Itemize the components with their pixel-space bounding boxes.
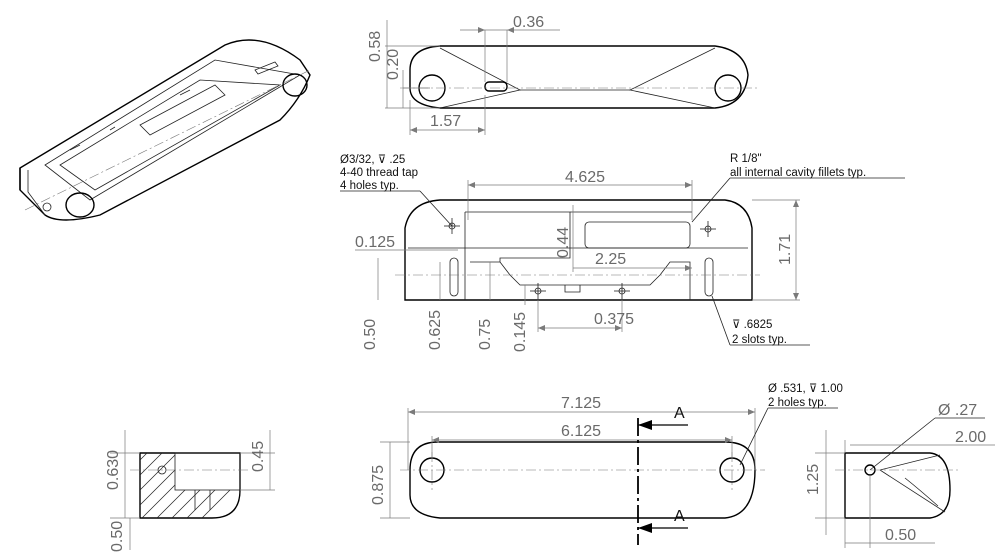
dim-front-0625: 0.625 — [427, 310, 444, 350]
note-bottom-holes-1: Ø .531, ⊽ 1.00 — [768, 383, 843, 395]
dim-section-050: 0.50 — [109, 521, 126, 552]
note-fillet-2: all internal cavity fillets typ. — [730, 167, 866, 179]
note-slots-2: 2 slots typ. — [732, 334, 787, 346]
bottom-view: 7.125 6.125 0.875 A A Ø .531, ⊽ 1.00 2 h… — [370, 383, 843, 545]
note-holes-2: 4-40 thread tap — [340, 167, 418, 179]
dim-section-045: 0.45 — [250, 441, 267, 472]
dim-end-200: 2.00 — [955, 429, 986, 446]
front-view: 4.625 0.44 2.25 1.71 0.125 0.50 0.625 0.… — [340, 153, 905, 352]
note-slots-1: ⊽ .6825 — [732, 319, 772, 331]
dim-top-020: 0.20 — [385, 49, 402, 80]
dim-front-044: 0.44 — [555, 227, 572, 258]
note-fillet-1: R 1/8" — [730, 153, 762, 165]
section-label-bottom: A — [674, 508, 685, 525]
dim-front-225: 2.25 — [595, 251, 626, 268]
dim-front-0375: 0.375 — [594, 311, 634, 328]
dim-top-058: 0.58 — [367, 31, 384, 62]
dim-top-036: 0.36 — [513, 14, 544, 31]
dim-end-125: 1.25 — [805, 464, 822, 495]
dim-end-027: Ø .27 — [938, 402, 977, 419]
note-holes-1: Ø3/32, ⊽ .25 — [340, 154, 405, 166]
top-view: 0.58 0.20 0.36 1.57 — [367, 14, 760, 135]
end-view: Ø .27 2.00 1.25 0.50 — [805, 402, 995, 548]
dim-front-075: 0.75 — [477, 319, 494, 350]
dim-bottom-0875: 0.875 — [370, 465, 387, 505]
dim-front-050: 0.50 — [362, 319, 379, 350]
note-holes-3: 4 holes typ. — [340, 180, 399, 192]
note-bottom-holes-2: 2 holes typ. — [768, 397, 827, 409]
dim-front-0145: 0.145 — [512, 312, 529, 352]
dim-front-171: 1.71 — [777, 234, 794, 265]
dim-front-4625: 4.625 — [565, 169, 605, 186]
dim-section-0630: 0.630 — [105, 450, 122, 490]
section-view: 0.630 0.45 0.50 — [105, 430, 275, 552]
isometric-view — [19, 39, 311, 221]
dim-top-157: 1.57 — [430, 113, 461, 130]
dim-bottom-7125: 7.125 — [561, 395, 601, 412]
dim-end-050: 0.50 — [885, 527, 916, 544]
dim-front-0125: 0.125 — [355, 234, 395, 251]
dim-bottom-6125: 6.125 — [561, 423, 601, 440]
section-label-top: A — [674, 405, 685, 422]
